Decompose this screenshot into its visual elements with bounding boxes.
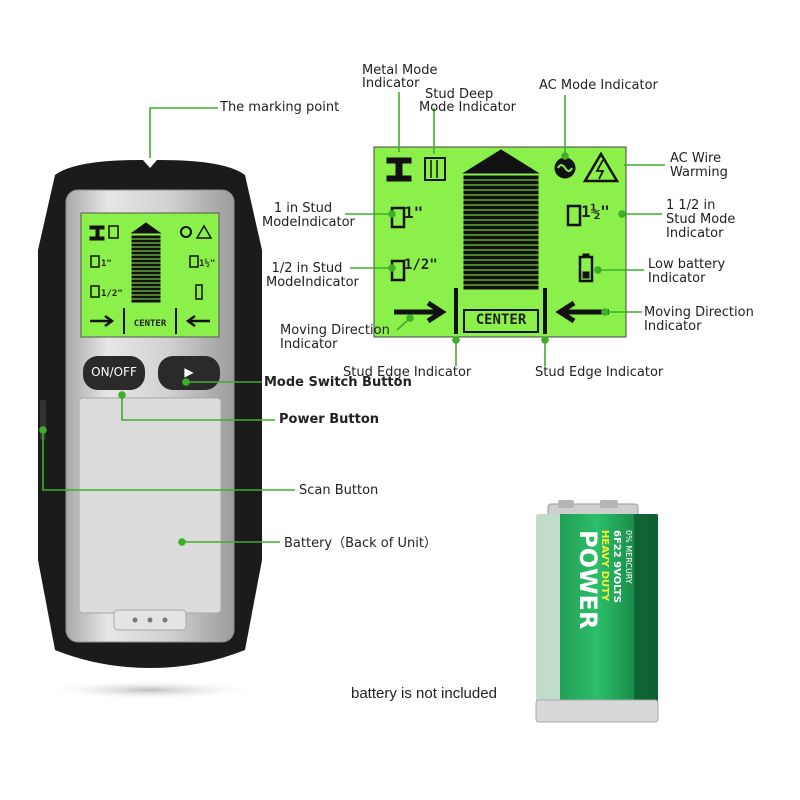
small-lcd-1in: 1" [101,259,112,269]
label-half-stud-2: ModeIndicator [266,275,359,290]
lcd-signal-bar [131,243,161,247]
label-low-battery-1: Low battery [648,257,726,272]
lcd-signal-bar [463,285,539,290]
lcd-signal-bar [463,210,539,215]
label-marking-point: The marking point [220,100,340,115]
label-ac-wire-2: Warming [670,165,728,180]
label-stud-edge-right: Stud Edge Indicator [535,365,664,380]
label-metal-mode-2: Indicator [362,76,420,91]
lcd-signal-bar [131,271,161,275]
lcd-signal-bar [131,251,161,255]
lcd-signal-bar [463,175,539,180]
label-moving-dir-right-2: Indicator [644,319,702,334]
stud-finder-device [38,160,262,700]
label-half-stud-1: 1/2 in Stud [271,261,343,276]
lcd-signal-bar [131,283,161,287]
label-moving-dir-right-1: Moving Direction [644,305,754,320]
lcd-signal-bar [131,299,161,303]
battery-brand: POWER [574,530,602,629]
label-stud-deep-1: Stud Deep [425,87,494,102]
label-ac-mode: AC Mode Indicator [539,78,658,93]
on-off-button[interactable] [83,356,145,390]
lcd-signal-bar [463,250,539,255]
lcd-signal-bar [463,230,539,235]
small-lcd-center: CENTER [133,319,167,329]
battery-line-3: 0% MERCURY [624,530,633,584]
lcd-signal-bar [463,260,539,265]
label-battery-back: Battery（Back of Unit） [284,536,437,551]
label-1half-stud-1: 1 1/2 in [666,198,716,213]
label-1half-stud-3: Indicator [666,226,724,241]
lcd-signal-bar [463,190,539,195]
label-stud-edge-left: Stud Edge Indicator [343,365,472,380]
lcd-signal-bar [131,235,161,239]
label-moving-dir-left-1: Moving Direction [280,323,390,338]
label-1half-stud-2: Stud Mode [666,212,736,227]
lcd-signal-bar [463,185,539,190]
label-stud-deep-2: Mode Indicator [419,100,516,115]
lcd-signal-bar [463,255,539,260]
lcd-1half-text: 1½" [581,202,610,221]
small-lcd [89,222,213,334]
lcd-signal-bar [131,263,161,267]
lcd-signal-bar [463,220,539,225]
battery-line-2: 6F22 9VOLTS [611,530,622,603]
lcd-1in-text: 1" [404,203,424,222]
lcd-signal-bar [463,195,539,200]
lcd-signal-bar [463,215,539,220]
enlarged-lcd [373,146,627,338]
lcd-signal-bar [463,225,539,230]
label-battery-not-included: battery is not included [351,685,497,702]
lcd-signal-bar [131,267,161,271]
label-ac-wire-1: AC Wire [670,151,722,166]
label-1in-stud-2: ModeIndicator [262,215,355,230]
label-low-battery-2: Indicator [648,271,706,286]
small-lcd-half: 1/2" [101,289,123,299]
lcd-signal-bar [131,295,161,299]
lcd-signal-bar [131,279,161,283]
lcd-signal-bar [463,235,539,240]
lcd-signal-bar [131,275,161,279]
label-mode-switch: Mode Switch Button [264,375,412,390]
lcd-signal-bar [463,270,539,275]
label-power-button: Power Button [279,412,380,427]
lcd-half-text: 1/2" [404,257,438,273]
label-metal-mode-1: Metal Mode [362,63,438,78]
lcd-signal-bar [463,240,539,245]
lcd-signal-bar [131,239,161,243]
lcd-signal-bar [463,245,539,250]
lcd-center-text: CENTER [475,312,527,328]
lcd-signal-bar [131,255,161,259]
lcd-signal-bar [131,291,161,295]
lcd-signal-bar [131,259,161,263]
lcd-signal-bar [131,247,161,251]
label-1in-stud-1: 1 in Stud [273,201,333,216]
lcd-signal-bar [131,287,161,291]
label-moving-dir-left-2: Indicator [280,337,338,352]
lcd-signal-bar [463,200,539,205]
lcd-signal-bar [463,280,539,285]
on-off-label: ON/OFF [91,365,137,379]
lcd-signal-bar [463,265,539,270]
small-lcd-1half: 1½" [199,259,216,269]
play-icon: ▶ [184,365,194,379]
battery-9v: POWER HEAVY DUTY 6F22 9VOLTS 0% MERCURY [535,500,659,723]
leader-lines [39,92,665,546]
battery-line-1: HEAVY DUTY [599,530,610,602]
lcd-signal-bar [463,180,539,185]
lcd-signal-bar [463,205,539,210]
label-scan-button: Scan Button [299,483,379,498]
lcd-signal-bar [463,275,539,280]
